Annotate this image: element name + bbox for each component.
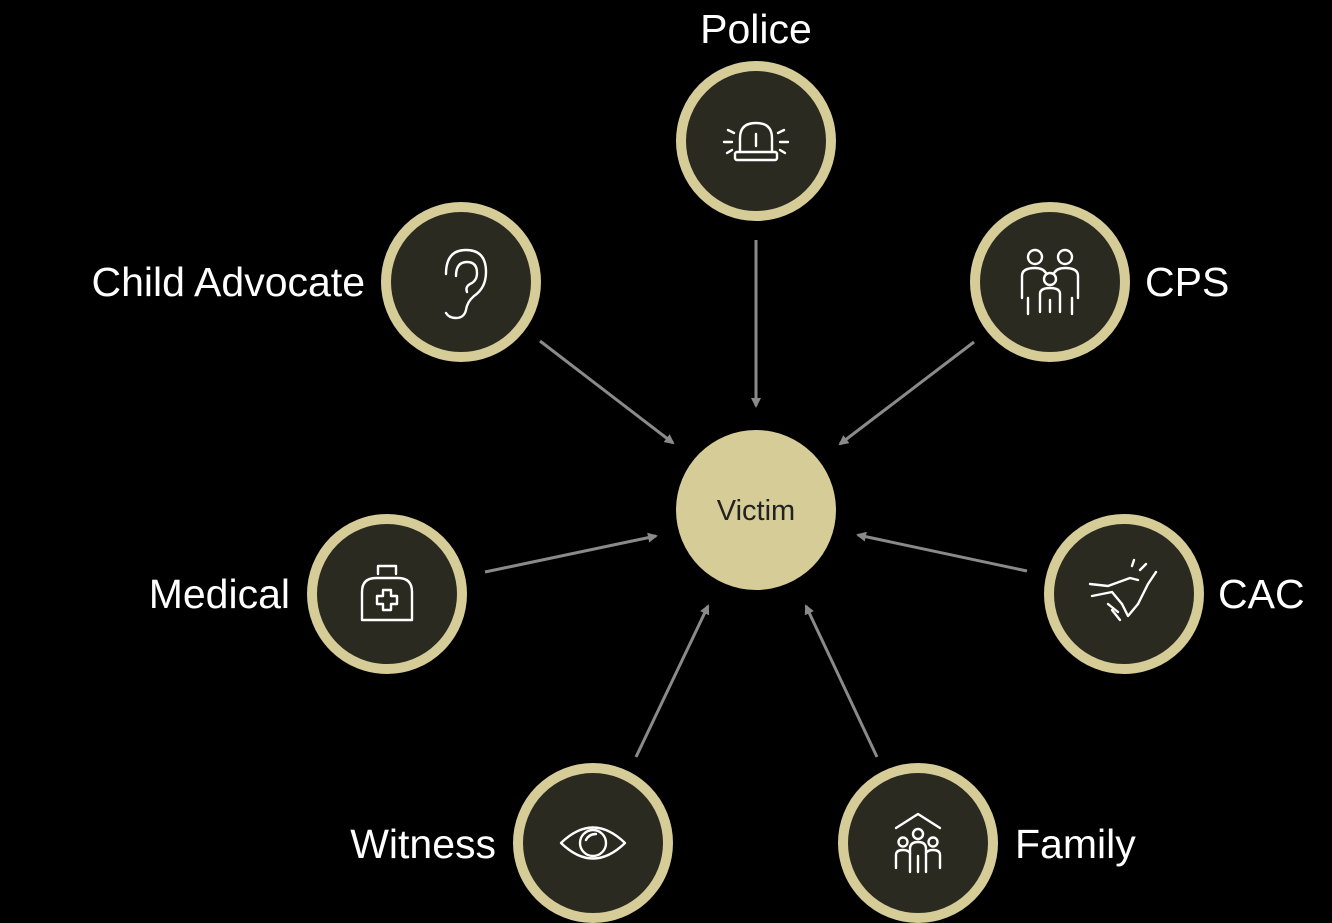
- family-node: Family: [838, 763, 1136, 923]
- family-icon: [1020, 248, 1080, 316]
- medical-label: Medical: [149, 571, 290, 617]
- victim-node: Victim: [676, 430, 836, 590]
- siren-icon: [722, 121, 790, 162]
- cac-node: CAC: [1044, 514, 1305, 674]
- child-advocate-label: Child Advocate: [91, 259, 365, 305]
- arrow-child-advocate-to-victim: [539, 339, 675, 445]
- police-label: Police: [700, 6, 812, 52]
- medical-node: Medical: [149, 514, 467, 674]
- arrow-witness-to-victim: [634, 604, 710, 758]
- cps-node: CPS: [970, 202, 1229, 362]
- handshake-icon: [1088, 558, 1158, 622]
- victim-label: Victim: [717, 495, 795, 527]
- cac-label: CAC: [1218, 571, 1305, 617]
- witness-node: Witness: [350, 763, 673, 923]
- eye-icon: [559, 826, 627, 860]
- victim-circle: [676, 430, 836, 590]
- police-node: Police: [676, 6, 836, 221]
- child-advocate-node: Child Advocate: [91, 202, 541, 362]
- arrow-cac-to-victim: [856, 531, 1028, 573]
- medical-kit-icon: [360, 564, 414, 622]
- witness-label: Witness: [350, 821, 496, 867]
- arrow-cps-to-victim: [838, 340, 975, 446]
- ear-icon: [444, 248, 488, 320]
- family-label: Family: [1015, 821, 1136, 867]
- household-icon: [894, 812, 942, 874]
- arrow-family-to-victim: [804, 604, 879, 758]
- arrows: [484, 240, 1028, 758]
- arrow-medical-to-victim: [484, 532, 658, 574]
- cps-label: CPS: [1145, 259, 1229, 305]
